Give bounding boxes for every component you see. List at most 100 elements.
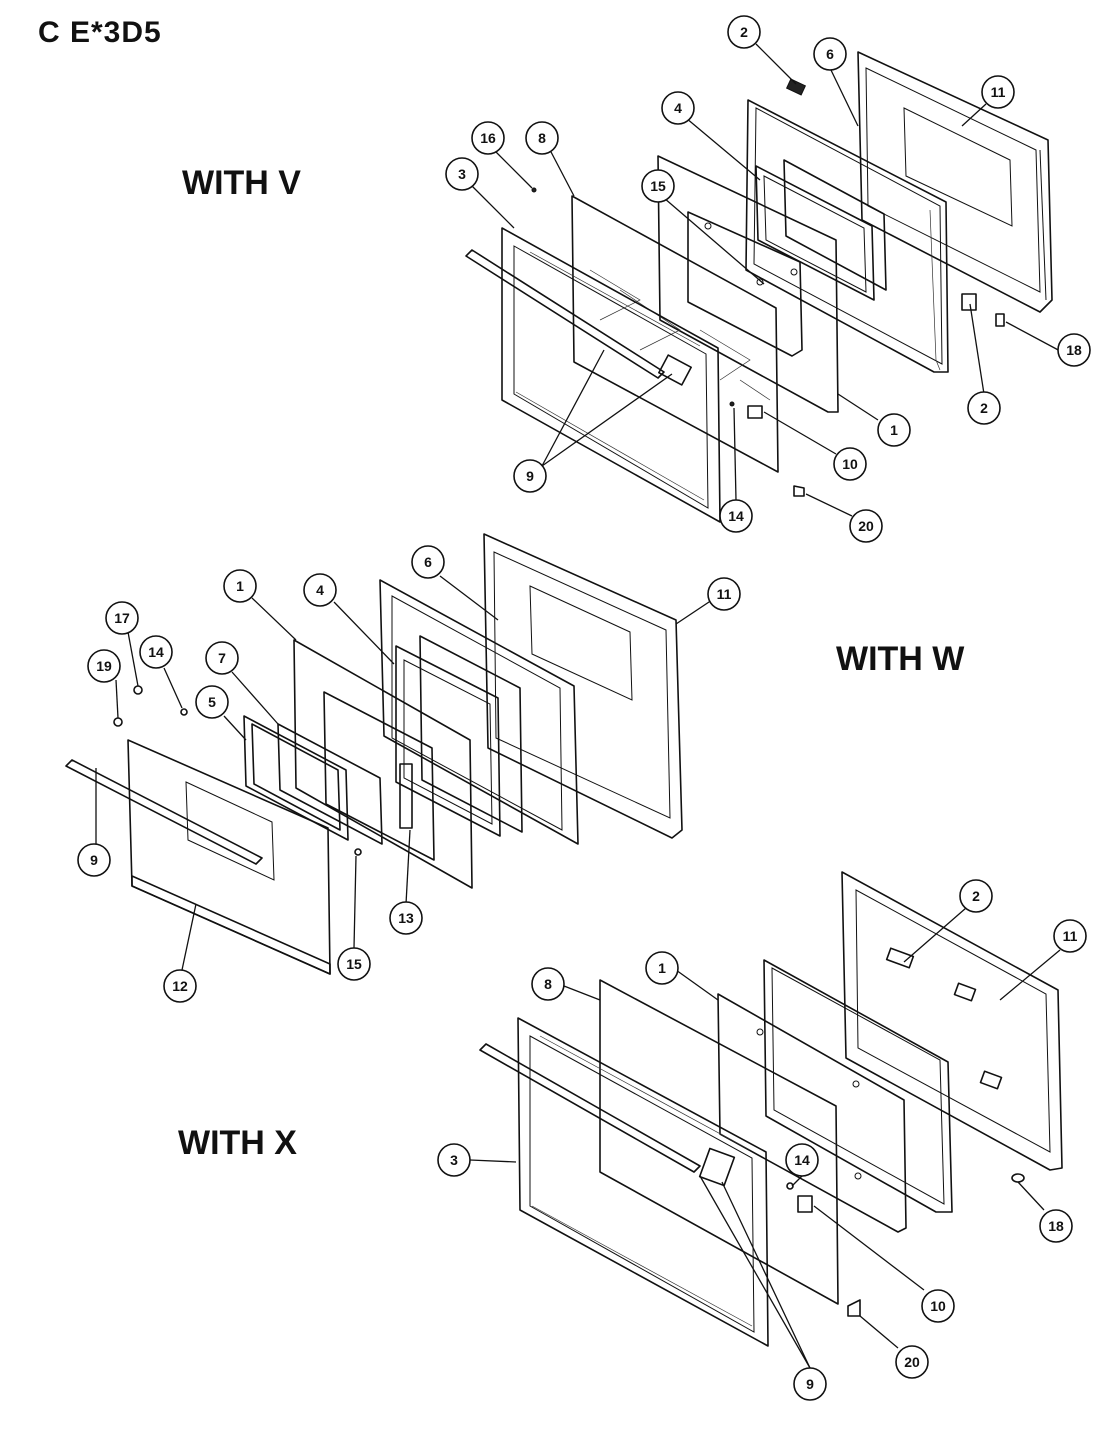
- callout-v-3: 3: [445, 157, 479, 191]
- svg-text:9: 9: [90, 852, 98, 868]
- window-frame-4-v: [755, 159, 887, 301]
- svg-text:14: 14: [728, 508, 744, 524]
- svg-text:6: 6: [826, 46, 834, 62]
- callout-v-20: 20: [849, 509, 883, 543]
- svg-text:11: 11: [991, 84, 1006, 100]
- svg-text:5: 5: [208, 694, 216, 710]
- section-v-exploded-view: [465, 51, 1053, 523]
- callout-w-9: 9: [77, 843, 111, 877]
- callout-x-8: 8: [531, 967, 565, 1001]
- section-label-with-v: WITH V: [182, 164, 301, 202]
- svg-text:15: 15: [346, 956, 362, 972]
- outer-glass-8-v: [571, 195, 779, 473]
- svg-text:7: 7: [218, 650, 226, 666]
- svg-text:8: 8: [538, 130, 546, 146]
- svg-text:4: 4: [674, 100, 682, 116]
- svg-text:19: 19: [96, 658, 112, 674]
- callout-v-10: 10: [833, 447, 867, 481]
- svg-text:17: 17: [114, 610, 130, 626]
- svg-text:1: 1: [236, 578, 244, 594]
- callout-x-10: 10: [921, 1289, 955, 1323]
- svg-text:15: 15: [650, 178, 666, 194]
- svg-text:11: 11: [1063, 928, 1078, 944]
- svg-text:13: 13: [398, 910, 414, 926]
- door-panel-6-w: [379, 579, 579, 845]
- gasket-5-w: [243, 715, 349, 841]
- callout-w-19: 19: [87, 649, 121, 683]
- svg-text:10: 10: [842, 456, 858, 472]
- deflector-15-v: [687, 211, 803, 357]
- callout-v-16: 16: [471, 121, 505, 155]
- callout-v-6: 6: [813, 37, 847, 71]
- section-w-exploded-view: [65, 533, 683, 975]
- svg-text:9: 9: [806, 1376, 814, 1392]
- callout-v-11: 11: [981, 75, 1015, 109]
- callout-w-17: 17: [105, 601, 139, 635]
- callout-x-18: 18: [1039, 1209, 1073, 1243]
- svg-text:1: 1: [658, 960, 666, 976]
- callout-v-14: 14: [719, 499, 753, 533]
- svg-text:9: 9: [526, 468, 534, 484]
- inner-door-panel-w: [483, 533, 683, 839]
- callout-w-1: 1: [223, 569, 257, 603]
- callout-w-12: 12: [163, 969, 197, 1003]
- callout-w-11: 11: [707, 577, 741, 611]
- door-panel-x: [763, 959, 953, 1213]
- svg-text:18: 18: [1066, 342, 1082, 358]
- section-x-exploded-view: [479, 871, 1063, 1347]
- document-title: C E*3D5: [38, 16, 162, 49]
- svg-text:20: 20: [858, 518, 874, 534]
- callout-v-18: 18: [1057, 333, 1091, 367]
- handle-9-v: [465, 249, 692, 386]
- svg-text:3: 3: [450, 1152, 458, 1168]
- callout-w-15: 15: [337, 947, 371, 981]
- callout-x-2: 2: [959, 879, 993, 913]
- callout-w-6: 6: [411, 545, 445, 579]
- glass-7-w: [277, 723, 383, 845]
- deflector-13-w: [323, 691, 435, 861]
- callout-x-14: 14: [785, 1143, 819, 1177]
- svg-text:12: 12: [172, 978, 188, 994]
- leader-lines: [95, 43, 1063, 1369]
- callout-w-4: 4: [303, 573, 337, 607]
- section-label-with-w: WITH W: [836, 640, 965, 678]
- outer-door-frame-3-v: [501, 227, 721, 523]
- svg-text:14: 14: [794, 1152, 810, 1168]
- handle-9-x: [479, 1043, 736, 1187]
- inner-door-panel-x: [841, 871, 1063, 1171]
- svg-text:10: 10: [930, 1298, 946, 1314]
- callout-v-1: 1: [877, 413, 911, 447]
- svg-text:4: 4: [316, 582, 324, 598]
- glass-panel-1-x: [717, 993, 907, 1233]
- svg-text:1: 1: [890, 422, 898, 438]
- callout-v-4: 4: [661, 91, 695, 125]
- window-frame-4-w: [395, 635, 523, 837]
- door-panel-6-v: [745, 99, 949, 373]
- svg-text:8: 8: [544, 976, 552, 992]
- glass-panel-1-v: [657, 155, 839, 413]
- hardware-v: [531, 78, 1005, 497]
- callout-w-7: 7: [205, 641, 239, 675]
- callout-w-13: 13: [389, 901, 423, 935]
- svg-text:2: 2: [980, 400, 988, 416]
- svg-text:16: 16: [480, 130, 496, 146]
- callout-x-11: 11: [1053, 919, 1087, 953]
- callout-v-15: 15: [641, 169, 675, 203]
- callout-w-5: 5: [195, 685, 229, 719]
- callout-x-9: 9: [793, 1367, 827, 1401]
- svg-text:11: 11: [717, 586, 732, 602]
- svg-text:14: 14: [148, 644, 164, 660]
- callout-v-8: 8: [525, 121, 559, 155]
- callouts: 2 6 11 4 16 8 3 15 18 2 1 10 9 14 20 1 4…: [77, 15, 1091, 1401]
- callout-x-3: 3: [437, 1143, 471, 1177]
- svg-text:18: 18: [1048, 1218, 1064, 1234]
- section-label-with-x: WITH X: [178, 1124, 297, 1162]
- svg-text:20: 20: [904, 1354, 920, 1370]
- inner-door-panel-v: [857, 51, 1053, 313]
- svg-text:2: 2: [972, 888, 980, 904]
- callout-v-2-top: 2: [727, 15, 761, 49]
- svg-text:6: 6: [424, 554, 432, 570]
- outer-door-12-w: [127, 739, 331, 975]
